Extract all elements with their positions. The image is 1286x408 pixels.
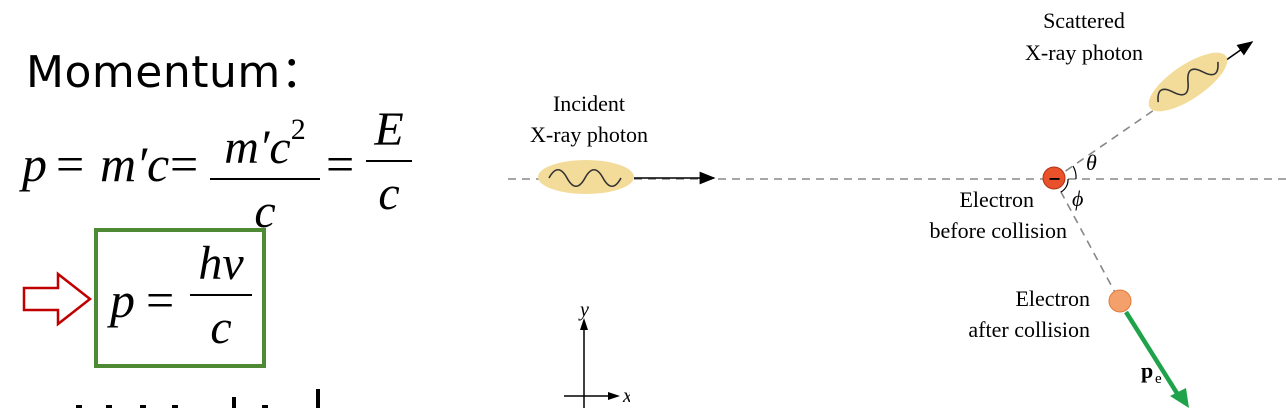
eq-term1: m′c bbox=[100, 136, 170, 192]
cutoff-glyph-tops bbox=[76, 389, 320, 408]
result-equation: p = hν c bbox=[110, 238, 260, 362]
y-axis-label: y bbox=[578, 300, 589, 321]
theta-label: θ bbox=[1086, 150, 1097, 175]
eq-fraction-1-bar bbox=[210, 178, 320, 180]
coordinate-axes: y x bbox=[564, 300, 630, 408]
scattered-photon-packet bbox=[1148, 52, 1228, 112]
electron-before-label-line2: before collision bbox=[930, 218, 1067, 243]
eq-fraction-2-numerator: E bbox=[374, 103, 404, 156]
electron-after-label-line1: Electron bbox=[1015, 286, 1090, 311]
eq-equals-2: = bbox=[170, 136, 199, 192]
eq-fraction-1-numerator: m′c2 bbox=[224, 113, 306, 174]
scattered-label-line2: X-ray photon bbox=[1025, 40, 1143, 65]
momentum-subscript: e bbox=[1155, 371, 1162, 387]
momentum-label: p bbox=[1141, 358, 1153, 383]
electron-charge-sign: − bbox=[1048, 169, 1061, 188]
eq-equals-1: = bbox=[56, 136, 85, 192]
eq-fraction-2-bar bbox=[366, 160, 412, 162]
eq-fraction-1: m′c2 c bbox=[210, 104, 320, 238]
eq-fraction-1-denominator: c bbox=[254, 185, 276, 238]
electron-momentum-arrow bbox=[1124, 310, 1182, 400]
incident-wave-icon bbox=[548, 168, 622, 188]
phi-arc bbox=[1060, 178, 1069, 193]
scattered-label-line1: Scattered bbox=[1043, 8, 1125, 33]
partial-text-cutoff bbox=[76, 378, 336, 408]
theta-arc bbox=[1072, 165, 1077, 180]
electron-before-label-line1: Electron bbox=[959, 187, 1034, 212]
eq-equals-3: = bbox=[326, 136, 355, 192]
electron-momentum-arrowhead-icon bbox=[1170, 388, 1189, 408]
eq-fraction-2: E c bbox=[366, 104, 412, 220]
eq-fraction-2-denominator: c bbox=[378, 167, 400, 220]
result-lhs: p bbox=[110, 272, 135, 328]
momentum-equation: p = m′c = m′c2 c = E c bbox=[22, 104, 442, 238]
scattered-wave-icon bbox=[1157, 61, 1219, 103]
result-box bbox=[94, 228, 266, 368]
electron-after bbox=[1108, 289, 1132, 313]
phi-label: ϕ bbox=[1072, 186, 1083, 211]
result-bar bbox=[190, 294, 252, 296]
result-fraction: hν c bbox=[190, 238, 252, 354]
incident-label-line1: Incident bbox=[553, 91, 625, 116]
result-numerator: hν bbox=[198, 237, 244, 290]
x-axis-arrowhead-icon bbox=[608, 392, 620, 400]
electron-after-label-line2: after collision bbox=[968, 317, 1090, 342]
x-axis-label: x bbox=[622, 385, 630, 407]
recoil-path-line bbox=[1053, 178, 1119, 299]
result-equals: = bbox=[146, 272, 175, 328]
incident-label-line2: X-ray photon bbox=[530, 122, 648, 147]
electron-before bbox=[1042, 166, 1066, 190]
result-denominator: c bbox=[210, 301, 232, 354]
heading-momentum: Momentum： bbox=[26, 47, 326, 98]
y-axis-arrowhead-icon bbox=[580, 318, 588, 330]
eq-lhs: p bbox=[22, 136, 47, 192]
implies-arrow-icon bbox=[22, 271, 93, 327]
